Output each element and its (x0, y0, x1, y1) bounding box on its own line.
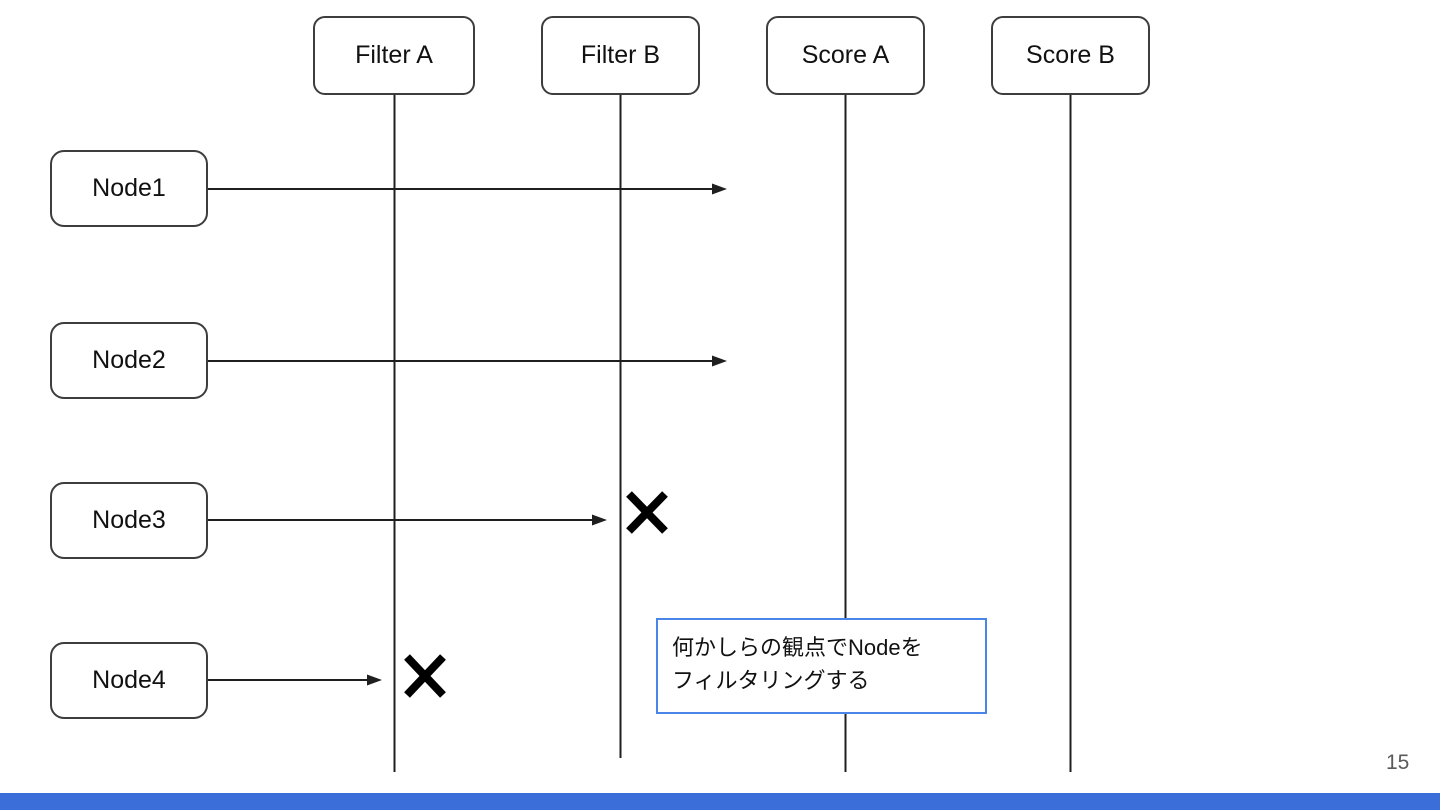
lane-label-filter-b: Filter B (580, 41, 661, 69)
annotation-callout: 何かしらの観点でNodeを フィルタリングする (656, 618, 987, 714)
node-label-node1: Node1 (92, 174, 166, 202)
arrow-node1 (208, 183, 727, 195)
node-box-node4: Node4 (50, 642, 208, 719)
page-number: 15 (1386, 751, 1410, 774)
node-box-node1: Node1 (50, 150, 208, 227)
annotation-line-2: フィルタリングする (672, 668, 870, 693)
accent-bottom-bar (0, 793, 1440, 810)
node-label-node3: Node3 (92, 506, 166, 534)
node-label-node4: Node4 (92, 666, 166, 694)
lane-box-filter-a: Filter A (313, 16, 475, 95)
lane-label-score-a: Score A (801, 41, 890, 69)
lane-box-score-a: Score A (766, 16, 925, 95)
lane-label-filter-a: Filter A (355, 41, 433, 69)
annotation-line-1: 何かしらの観点でNodeを (672, 635, 923, 660)
arrow-node4 (208, 674, 382, 686)
arrow-node2 (208, 355, 727, 367)
rejection-x-icon-filter-a (404, 654, 446, 698)
node-label-node2: Node2 (92, 346, 166, 374)
arrow-node3 (208, 514, 607, 526)
node-box-node2: Node2 (50, 322, 208, 399)
lane-box-filter-b: Filter B (541, 16, 700, 95)
rejection-x-icon-filter-b (626, 491, 668, 534)
lane-box-score-b: Score B (991, 16, 1150, 95)
node-box-node3: Node3 (50, 482, 208, 559)
lane-label-score-b: Score B (1026, 41, 1115, 69)
